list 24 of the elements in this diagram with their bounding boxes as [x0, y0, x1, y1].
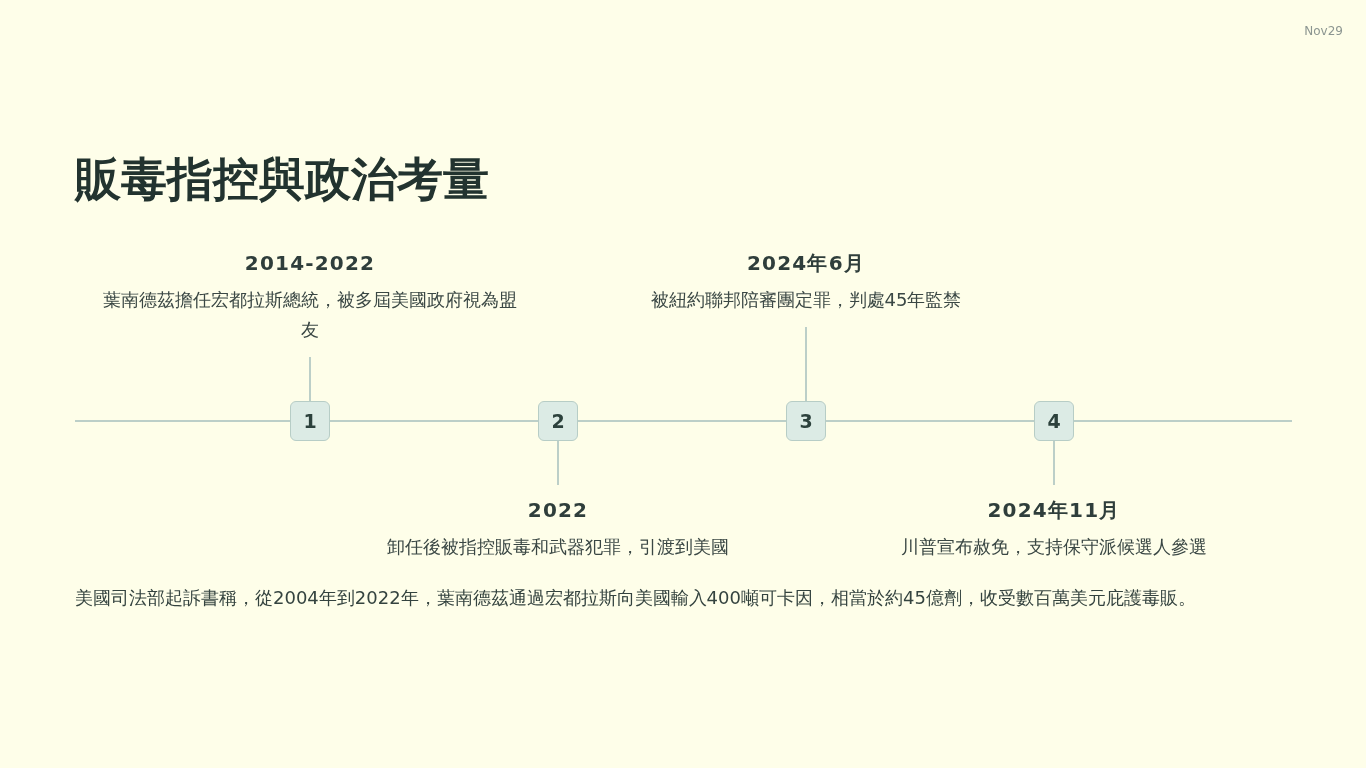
timeline-line: [329, 420, 539, 422]
timeline-line: [74, 420, 291, 422]
event-description: 被紐約聯邦陪審團定罪，判處45年監禁: [650, 288, 962, 312]
connector-line: [805, 326, 807, 402]
event-date: 2014-2022: [244, 250, 376, 276]
note-text: 美國司法部起訴書稱，從2004年到2022年，葉南德茲通過宏都拉斯向美國輸入400噸可卡因，相當於約45億劑，收受數百萬美元庇護毒販。: [75, 586, 1196, 610]
step-marker: 1: [290, 401, 330, 441]
event-date: 2022: [527, 497, 589, 523]
connector-line: [1053, 440, 1055, 486]
connector-line: [309, 356, 311, 402]
step-marker: 4: [1034, 401, 1074, 441]
timeline-line: [825, 420, 1035, 422]
event-description: 川普宣布赦免，支持保守派候選人參選: [901, 535, 1207, 559]
connector-line: [557, 440, 559, 486]
step-marker: 3: [786, 401, 826, 441]
event-description: 葉南德茲擔任宏都拉斯總統，被多屆美國政府視為盟友: [102, 288, 518, 342]
step-marker: 2: [538, 401, 578, 441]
event-date: 2024年11月: [987, 497, 1121, 523]
event-date: 2024年6月: [747, 250, 865, 276]
event-description: 卸任後被指控販毒和武器犯罪，引渡到美國: [387, 535, 729, 559]
page-date: Nov29: [1304, 23, 1343, 39]
timeline-line: [577, 420, 787, 422]
timeline-line: [1073, 420, 1293, 422]
slide-title: 販毒指控與政治考量: [75, 151, 489, 208]
